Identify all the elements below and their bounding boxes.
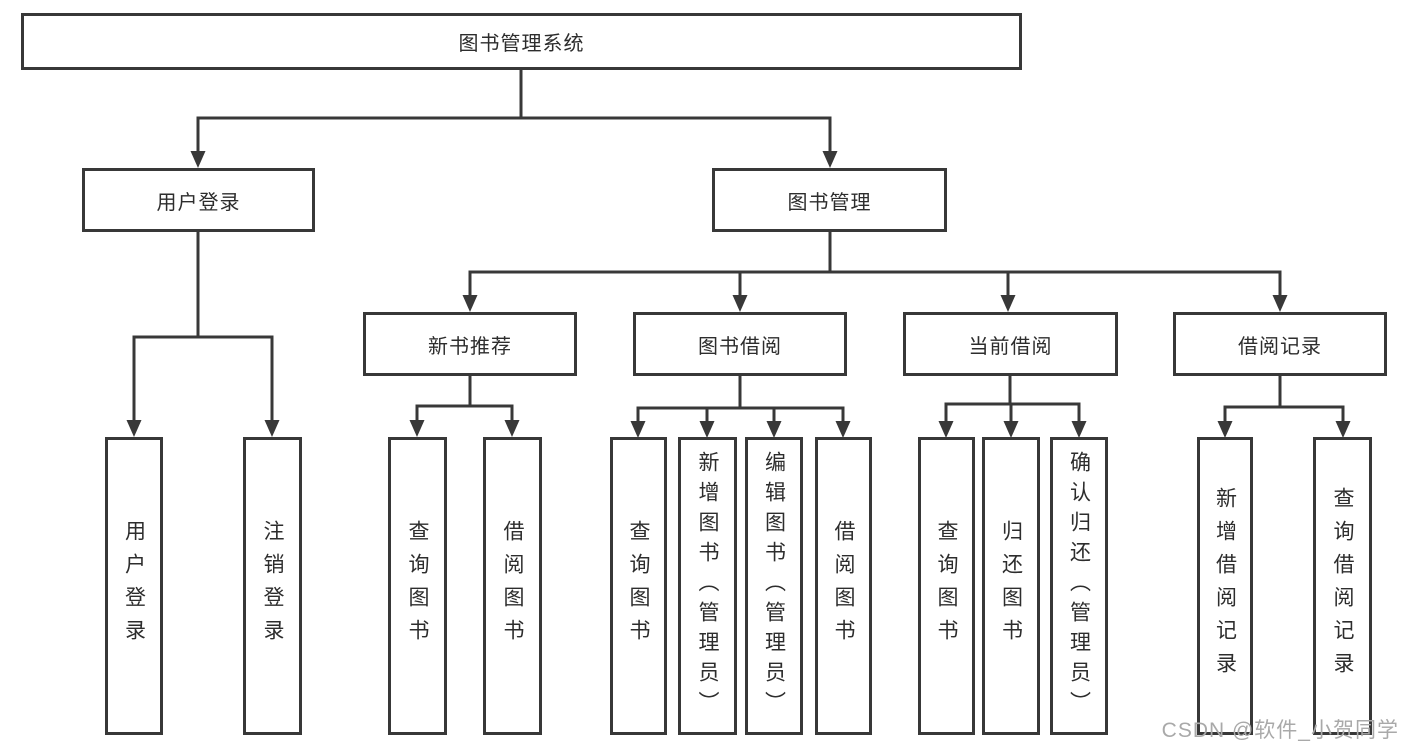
connector-current-split <box>944 376 1081 423</box>
connector-borrow-split <box>636 376 845 424</box>
node-book-borrowing-label: 图书借阅 <box>698 335 782 358</box>
connector-mgmt-split <box>468 232 1282 297</box>
leaf-newrec-borrow-books-label: 借阅图书 <box>501 520 524 652</box>
leaf-add-book-admin: 新增图书（管理员） <box>678 437 737 735</box>
leaf-borrow-query-books-label: 查询图书 <box>627 520 650 652</box>
leaf-current-query-books: 查询图书 <box>918 437 975 735</box>
leaf-borrow-query-books: 查询图书 <box>610 437 667 735</box>
connector-login-split <box>132 232 274 422</box>
connector-newrec-split <box>415 376 514 423</box>
leaf-confirm-return-admin: 确认归还（管理员） <box>1050 437 1108 735</box>
node-system-root-label: 图书管理系统 <box>458 33 585 55</box>
leaf-add-borrow-record-label: 新增借阅记录 <box>1213 487 1237 685</box>
node-borrowing-records: 借阅记录 <box>1173 312 1387 376</box>
leaf-logout: 注销登录 <box>243 437 302 735</box>
leaf-confirm-return-admin-label: 确认归还（管理员） <box>1067 451 1091 721</box>
leaf-return-books-label: 归还图书 <box>999 520 1023 652</box>
node-borrowing-records-label: 借阅记录 <box>1238 335 1322 358</box>
leaf-logout-label: 注销登录 <box>261 520 284 652</box>
csdn-watermark: CSDN @软件_小贺同学 <box>1161 719 1399 742</box>
leaf-user-login-label: 用户登录 <box>122 520 146 652</box>
node-system-root: 图书管理系统 <box>21 13 1022 70</box>
leaf-borrow-books-label: 借阅图书 <box>832 520 855 652</box>
leaf-newrec-query-books-label: 查询图书 <box>406 520 429 652</box>
node-book-management: 图书管理 <box>712 168 947 232</box>
node-current-borrowing-label: 当前借阅 <box>968 335 1053 358</box>
connector-root-split <box>196 69 832 153</box>
leaf-add-book-admin-label: 新增图书（管理员） <box>696 451 719 721</box>
node-book-management-label: 图书管理 <box>787 191 872 214</box>
node-new-book-recommend-label: 新书推荐 <box>428 335 512 358</box>
leaf-return-books: 归还图书 <box>982 437 1040 735</box>
leaf-newrec-query-books: 查询图书 <box>388 437 447 735</box>
node-user-login: 用户登录 <box>82 168 315 232</box>
node-book-borrowing: 图书借阅 <box>633 312 847 376</box>
leaf-user-login: 用户登录 <box>105 437 163 735</box>
leaf-query-borrow-record: 查询借阅记录 <box>1313 437 1372 735</box>
node-current-borrowing: 当前借阅 <box>903 312 1118 376</box>
leaf-borrow-books: 借阅图书 <box>815 437 872 735</box>
leaf-query-borrow-record-label: 查询借阅记录 <box>1331 487 1354 685</box>
node-user-login-label: 用户登录 <box>156 191 241 214</box>
leaf-newrec-borrow-books: 借阅图书 <box>483 437 542 735</box>
leaf-add-borrow-record: 新增借阅记录 <box>1197 437 1253 735</box>
leaf-edit-book-admin: 编辑图书（管理员） <box>745 437 803 735</box>
leaf-edit-book-admin-label: 编辑图书（管理员） <box>762 451 786 721</box>
leaf-current-query-books-label: 查询图书 <box>935 520 958 652</box>
node-new-book-recommend: 新书推荐 <box>363 312 577 376</box>
connector-records-split <box>1223 376 1345 423</box>
